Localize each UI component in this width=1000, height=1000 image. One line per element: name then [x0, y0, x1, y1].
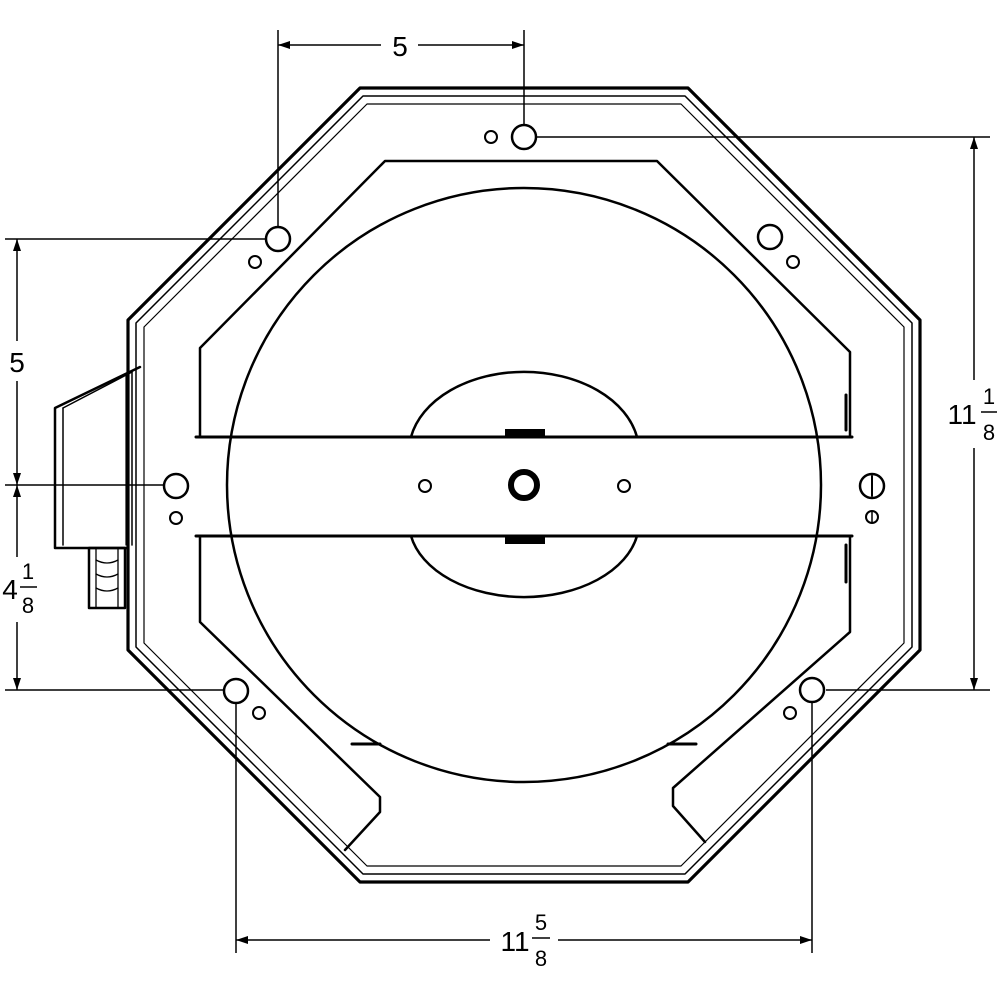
small-hole-lower-left [252, 706, 266, 720]
small-hole-right [865, 510, 879, 524]
center-nut [508, 469, 540, 501]
mount-hole-right [858, 472, 886, 500]
small-hole-upper-left [248, 255, 262, 269]
upper-bracket [194, 159, 854, 439]
cable-connector [87, 546, 127, 610]
dimension-left-lower: 4 1 8 [2, 485, 224, 691]
dimension-bottom: 11 5 8 [235, 702, 813, 971]
mount-hole-lower-left [222, 677, 250, 705]
dimension-left-lower-whole: 4 [2, 574, 18, 605]
dimension-bottom-denominator: 8 [535, 946, 547, 971]
plate-outline [126, 86, 922, 884]
dimension-left-upper: 5 [5, 238, 266, 486]
dimension-right-denominator: 8 [983, 420, 995, 445]
small-hole-top [484, 130, 498, 144]
housing-circle [225, 186, 823, 784]
mount-hole-left [162, 472, 190, 500]
holes [162, 123, 886, 720]
dimension-left-lower-numerator: 1 [22, 559, 34, 584]
dimension-right-numerator: 1 [983, 384, 995, 409]
mount-hole-lower-right [798, 676, 826, 704]
strap-hole-left [418, 479, 432, 493]
dimension-bottom-numerator: 5 [535, 910, 547, 935]
dimension-right: 11 1 8 [536, 136, 997, 691]
dimension-right-whole: 11 [947, 399, 976, 430]
mount-hole-upper-left [264, 225, 292, 253]
dimension-top: 5 [277, 30, 525, 227]
small-hole-left [169, 511, 183, 525]
dimension-left-lower-denominator: 8 [22, 593, 34, 618]
strap-hole-right [617, 479, 631, 493]
mount-hole-top [510, 123, 538, 151]
center-cap [409, 370, 639, 599]
dimension-left-upper-label: 5 [9, 347, 25, 378]
dimension-bottom-whole: 11 [500, 926, 529, 957]
small-hole-lower-right [783, 706, 797, 720]
small-hole-upper-right [786, 255, 800, 269]
lower-bracket [194, 534, 854, 852]
dimension-top-label: 5 [392, 31, 408, 62]
mount-hole-upper-right [756, 223, 784, 251]
